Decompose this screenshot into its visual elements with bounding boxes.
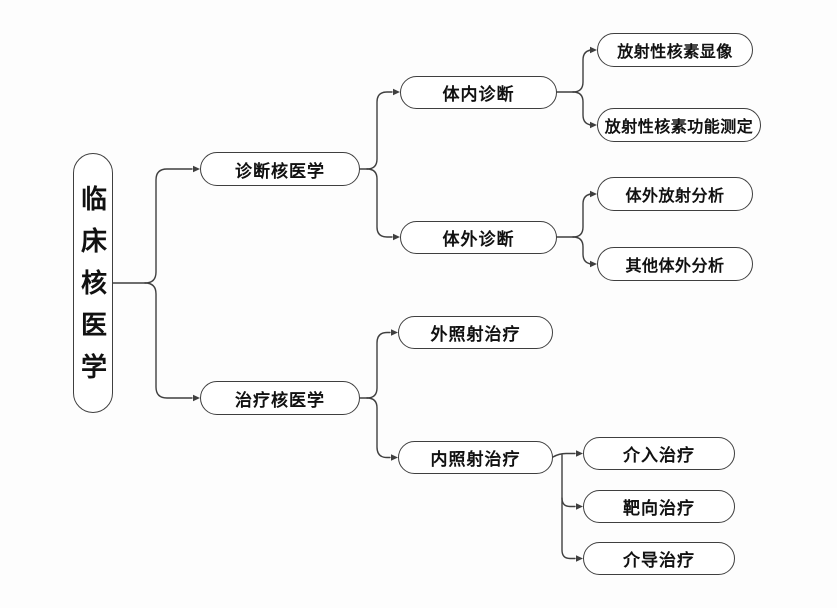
arrowheads xyxy=(193,46,597,562)
node-clinical-nuclear-medicine[interactable]: 临床核医学 xyxy=(73,153,113,413)
node-external-radiation-therapy[interactable]: 外照射治疗 xyxy=(398,316,553,349)
node-targeted-therapy[interactable]: 靶向治疗 xyxy=(583,490,735,523)
node-in-vitro-diagnosis[interactable]: 体外诊断 xyxy=(400,221,557,254)
node-therapeutic-nuclear-medicine[interactable]: 治疗核医学 xyxy=(200,381,360,415)
node-in-vitro-radioanalysis[interactable]: 体外放射分析 xyxy=(597,177,753,211)
node-diagnostic-nuclear-medicine[interactable]: 诊断核医学 xyxy=(200,152,360,186)
node-radionuclide-function-measurement[interactable]: 放射性核素功能测定 xyxy=(597,108,761,142)
node-other-in-vitro-analysis[interactable]: 其他体外分析 xyxy=(597,247,753,281)
node-interventional-therapy[interactable]: 介入治疗 xyxy=(583,437,735,470)
connector-therapy-to-children xyxy=(359,331,391,459)
node-mediated-therapy[interactable]: 介导治疗 xyxy=(583,542,735,575)
connector-root-to-branches xyxy=(112,168,193,399)
connector-internal-to-children xyxy=(552,452,576,560)
node-in-vivo-diagnosis[interactable]: 体内诊断 xyxy=(400,76,557,109)
node-internal-radiation-therapy[interactable]: 内照射治疗 xyxy=(398,441,553,474)
connector-diagnostic-to-children xyxy=(359,91,393,238)
connector-invivo-to-children xyxy=(556,49,594,126)
node-radionuclide-imaging[interactable]: 放射性核素显像 xyxy=(597,33,753,67)
connector-invitro-to-children xyxy=(556,193,594,265)
